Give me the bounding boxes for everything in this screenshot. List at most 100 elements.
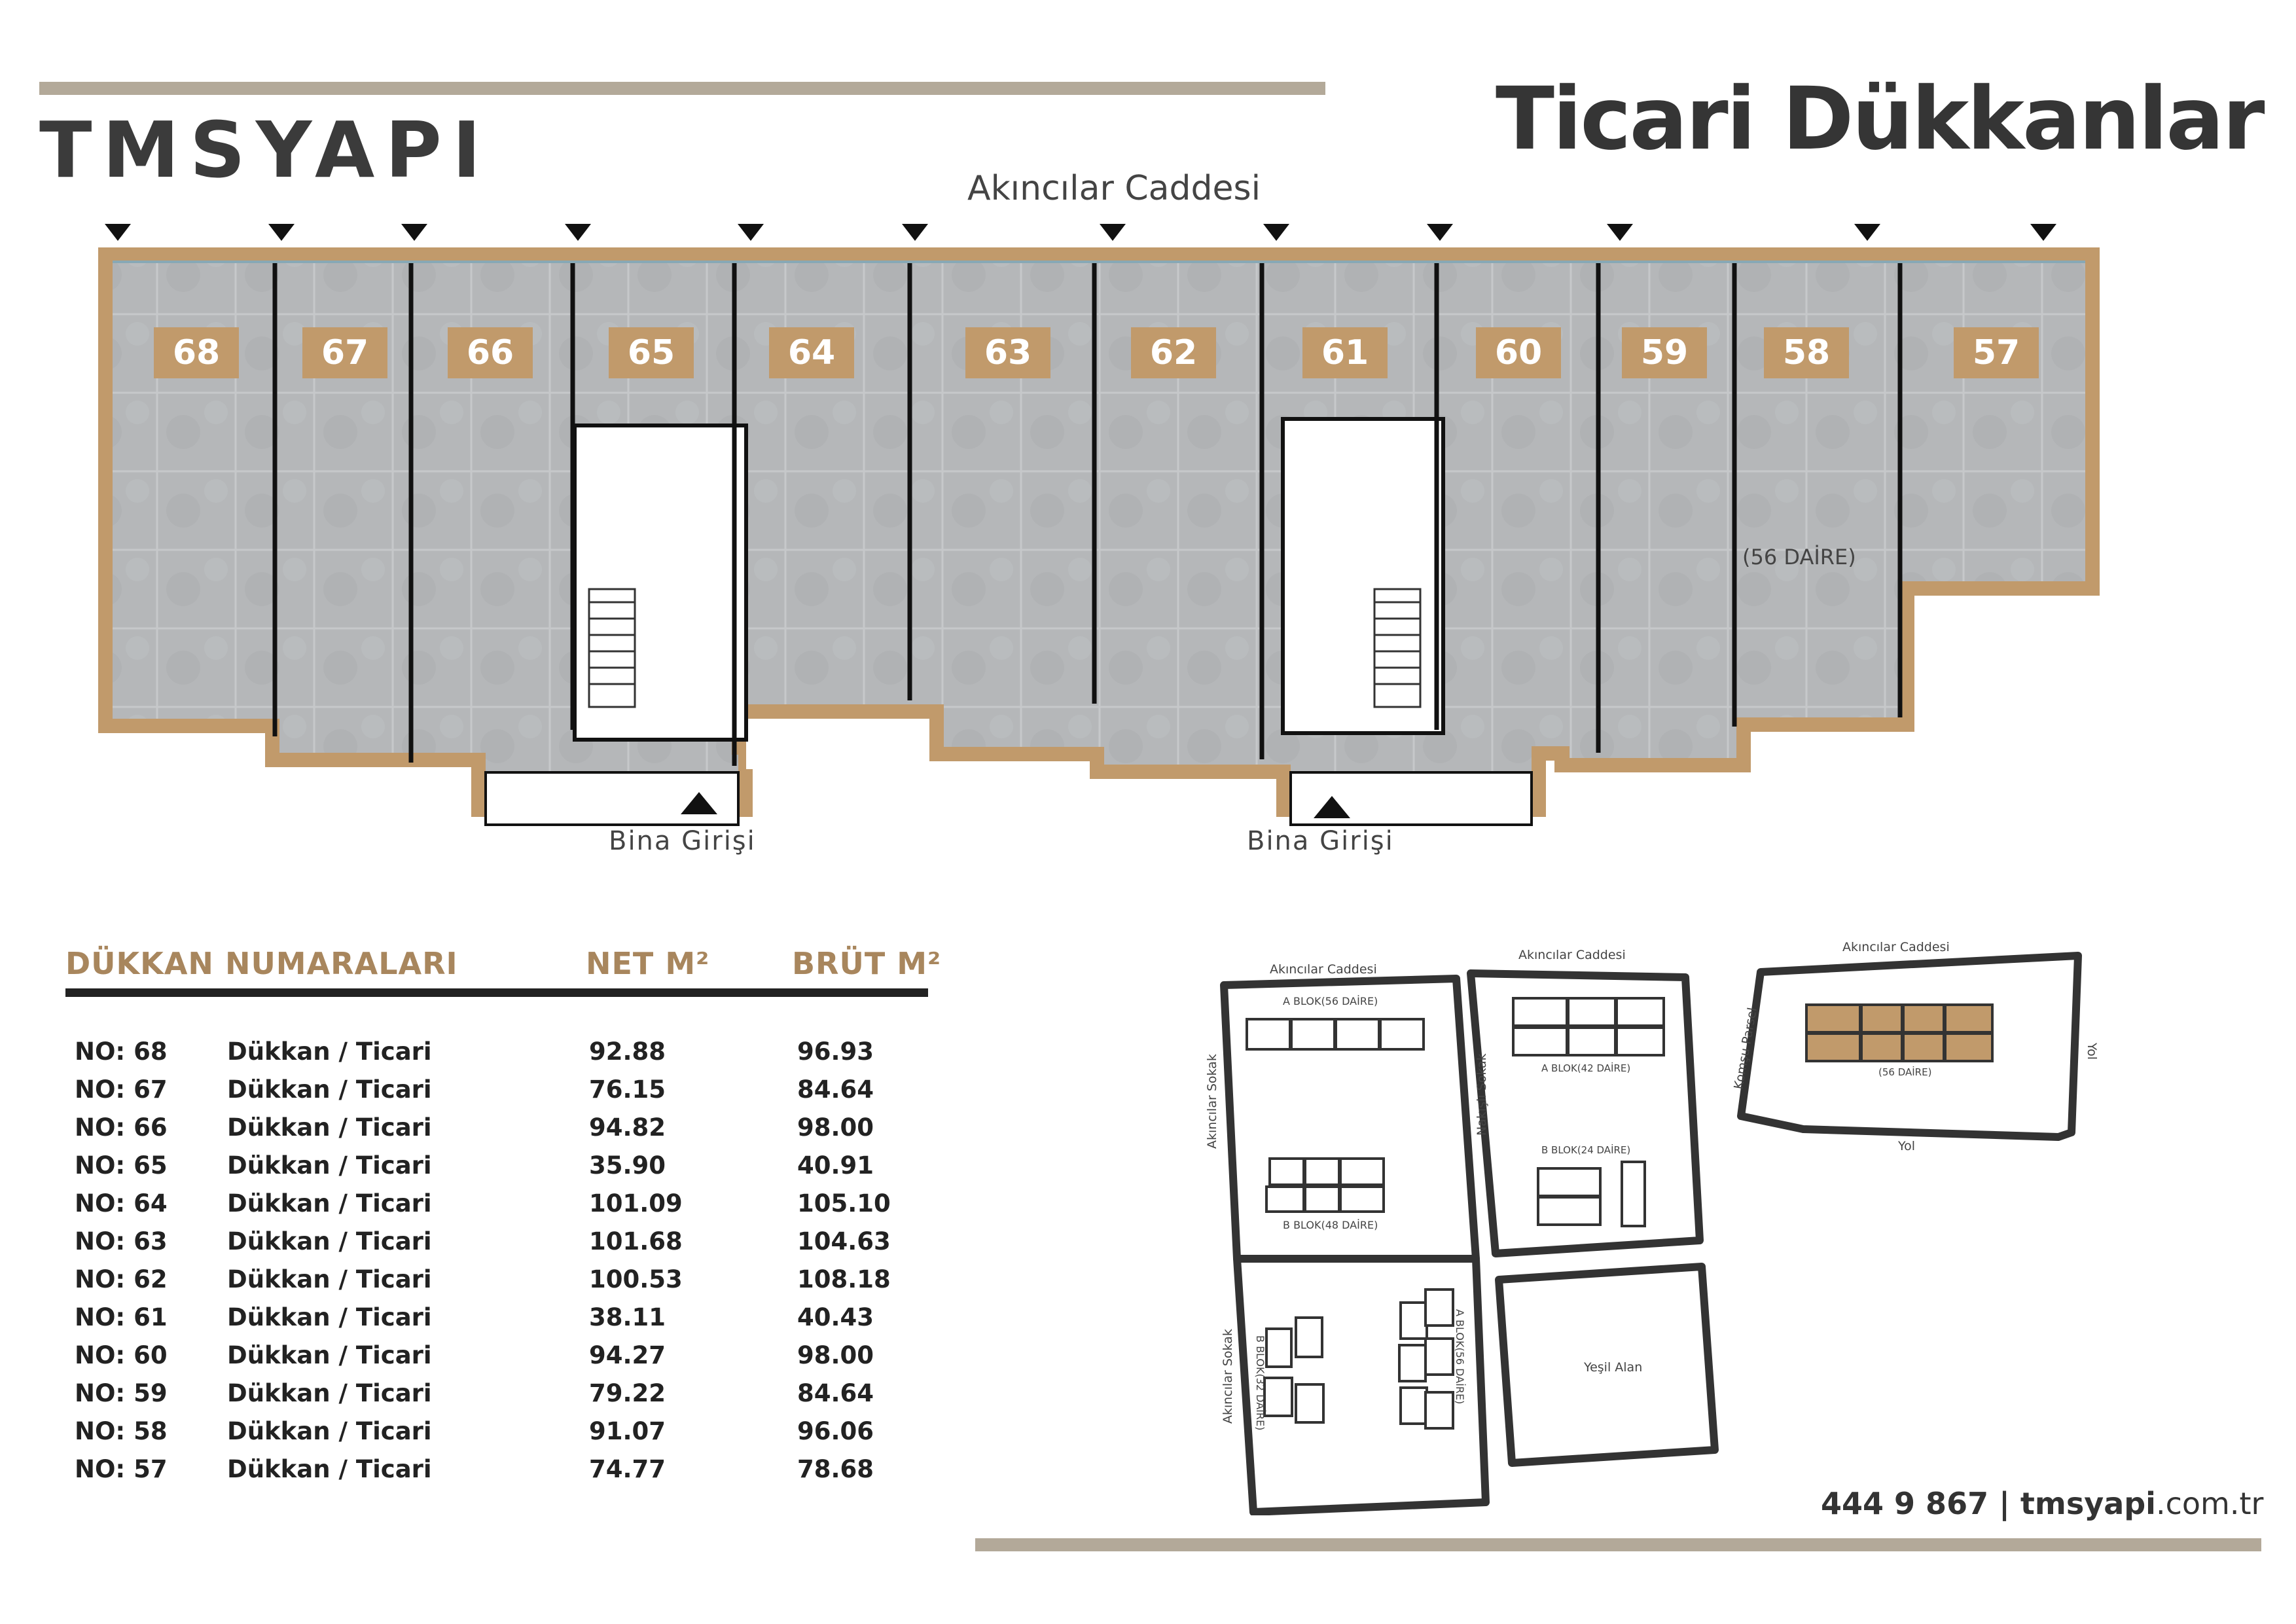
cell-no: NO: 58 — [75, 1417, 168, 1445]
cell-net: 92.88 — [589, 1038, 666, 1066]
cell-type: Dükkan / Ticari — [227, 1379, 432, 1407]
shop-number-label: 63 — [965, 327, 1050, 378]
shop-number-label: 58 — [1764, 327, 1849, 378]
cell-type: Dükkan / Ticari — [227, 1265, 432, 1293]
table-header-shop: DÜKKAN NUMARALARI — [65, 946, 458, 981]
sp-p1-side: Akıncılar Sokak — [1205, 1054, 1219, 1149]
shop-number-label: 60 — [1476, 327, 1561, 378]
sp-p2-block-a: A BLOK(42 DAİRE) — [1541, 1062, 1630, 1074]
top-decorative-bar — [39, 82, 1325, 95]
cell-gross: 84.64 — [797, 1075, 874, 1104]
frontage-arrow-icon — [738, 224, 764, 241]
cell-no: NO: 57 — [75, 1455, 168, 1483]
phone-number: 444 9 867 — [1821, 1486, 1989, 1521]
cell-net: 94.82 — [589, 1113, 666, 1142]
cell-gross: 108.18 — [797, 1265, 891, 1293]
shop-number-label: 65 — [609, 327, 694, 378]
cell-net: 100.53 — [589, 1265, 683, 1293]
table-header-gross: BRÜT M² — [792, 946, 942, 981]
partition-walls — [272, 262, 1903, 766]
cell-gross: 96.06 — [797, 1417, 874, 1445]
brand-logo: TMSYAPI — [39, 105, 492, 195]
frontage-arrow-icon — [2030, 224, 2056, 241]
cell-net: 91.07 — [589, 1417, 666, 1445]
frontage-arrow-icon — [105, 224, 131, 241]
frontage-arrow-icon — [1100, 224, 1126, 241]
contact-info: 444 9 867 | tmsyapi.com.tr — [1821, 1486, 2263, 1521]
cell-type: Dükkan / Ticari — [227, 1113, 432, 1142]
sp-p1-block-a: A BLOK(56 DAİRE) — [1283, 995, 1378, 1007]
sp-p5-right: Yol — [2085, 1042, 2099, 1060]
cell-no: NO: 63 — [75, 1227, 168, 1255]
frontage-arrow-icon — [1607, 224, 1633, 241]
cell-gross: 78.68 — [797, 1455, 874, 1483]
sp-p2-street: Akıncılar Caddesi — [1518, 948, 1626, 962]
contact-separator: | — [1988, 1486, 2020, 1521]
sp-p1-street: Akıncılar Caddesi — [1270, 962, 1377, 977]
entrance-label-right: Bina Girişi — [1247, 826, 1394, 856]
shop-number-label: 59 — [1622, 327, 1707, 378]
cell-no: NO: 66 — [75, 1113, 168, 1142]
cell-no: NO: 59 — [75, 1379, 168, 1407]
cell-gross: 98.00 — [797, 1341, 874, 1369]
sp-p5-street: Akıncılar Caddesi — [1842, 940, 1950, 954]
shop-number-label: 66 — [448, 327, 533, 378]
cell-type: Dükkan / Ticari — [227, 1075, 432, 1104]
stairs-right — [1373, 588, 1422, 708]
sp-p2-block-b: B BLOK(24 DAİRE) — [1541, 1144, 1630, 1156]
shop-number-label: 64 — [769, 327, 854, 378]
frontage-arrow-icon — [565, 224, 591, 241]
cell-gross: 40.91 — [797, 1151, 874, 1180]
website-tld: .com.tr — [2155, 1486, 2264, 1521]
parcel-4 — [1495, 1263, 1719, 1467]
street-label-top: Akıncılar Caddesi — [967, 169, 1261, 208]
sp-p4-label: Yeşil Alan — [1583, 1360, 1642, 1375]
stairs-left — [588, 588, 636, 708]
frontage-arrow-icon — [268, 224, 295, 241]
sp-p5-bottom: Yol — [1897, 1139, 1915, 1153]
cell-net: 79.22 — [589, 1379, 666, 1407]
cell-net: 35.90 — [589, 1151, 666, 1180]
frontage-arrow-icon — [1263, 224, 1289, 241]
cell-net: 101.09 — [589, 1189, 683, 1218]
cell-net: 74.77 — [589, 1455, 666, 1483]
cell-type: Dükkan / Ticari — [227, 1303, 432, 1331]
cell-gross: 84.64 — [797, 1379, 874, 1407]
cell-net: 76.15 — [589, 1075, 666, 1104]
shop-number-label: 57 — [1954, 327, 2039, 378]
shop-number-label: 67 — [302, 327, 387, 378]
table-header-net: NET M² — [586, 946, 710, 981]
cell-type: Dükkan / Ticari — [227, 1417, 432, 1445]
frontage-arrow-icon — [401, 224, 427, 241]
sp-p2-side: Nakışlı Sokak — [1475, 1053, 1489, 1136]
sp-p3-block-b: B BLOK(32 DAİRE) — [1254, 1335, 1266, 1430]
table-header-rule — [65, 988, 928, 997]
cell-type: Dükkan / Ticari — [227, 1038, 432, 1066]
cell-type: Dükkan / Ticari — [227, 1341, 432, 1369]
frontage-arrow-icon — [902, 224, 928, 241]
entrance-label-left: Bina Girişi — [609, 826, 756, 856]
cell-gross: 105.10 — [797, 1189, 891, 1218]
cell-no: NO: 62 — [75, 1265, 168, 1293]
shop-number-label: 61 — [1302, 327, 1388, 378]
cell-gross: 96.93 — [797, 1038, 874, 1066]
cell-type: Dükkan / Ticari — [227, 1151, 432, 1180]
cell-gross: 104.63 — [797, 1227, 891, 1255]
cell-no: NO: 61 — [75, 1303, 168, 1331]
sp-p3-side: Akıncılar Sokak — [1221, 1329, 1235, 1424]
block-label-floorplan: (56 DAİRE) — [1742, 545, 1856, 569]
cell-type: Dükkan / Ticari — [227, 1227, 432, 1255]
site-plan: Akıncılar Caddesi A BLOK(56 DAİRE) B BLO… — [1205, 940, 2099, 1515]
sp-p1-block-b: B BLOK(48 DAİRE) — [1283, 1219, 1378, 1231]
cell-net: 94.27 — [589, 1341, 666, 1369]
page-title: Ticari Dükkanlar — [1496, 69, 2265, 170]
entrance-arrow-right — [1314, 796, 1350, 818]
sp-p3-block-a: A BLOK(56 DAİRE) — [1454, 1309, 1466, 1404]
entrance-arrow-left — [681, 792, 717, 814]
cell-no: NO: 68 — [75, 1038, 168, 1066]
shop-number-label: 62 — [1131, 327, 1216, 378]
cell-type: Dükkan / Ticari — [227, 1189, 432, 1218]
cell-gross: 98.00 — [797, 1113, 874, 1142]
bottom-decorative-bar — [975, 1538, 2261, 1551]
cell-no: NO: 67 — [75, 1075, 168, 1104]
